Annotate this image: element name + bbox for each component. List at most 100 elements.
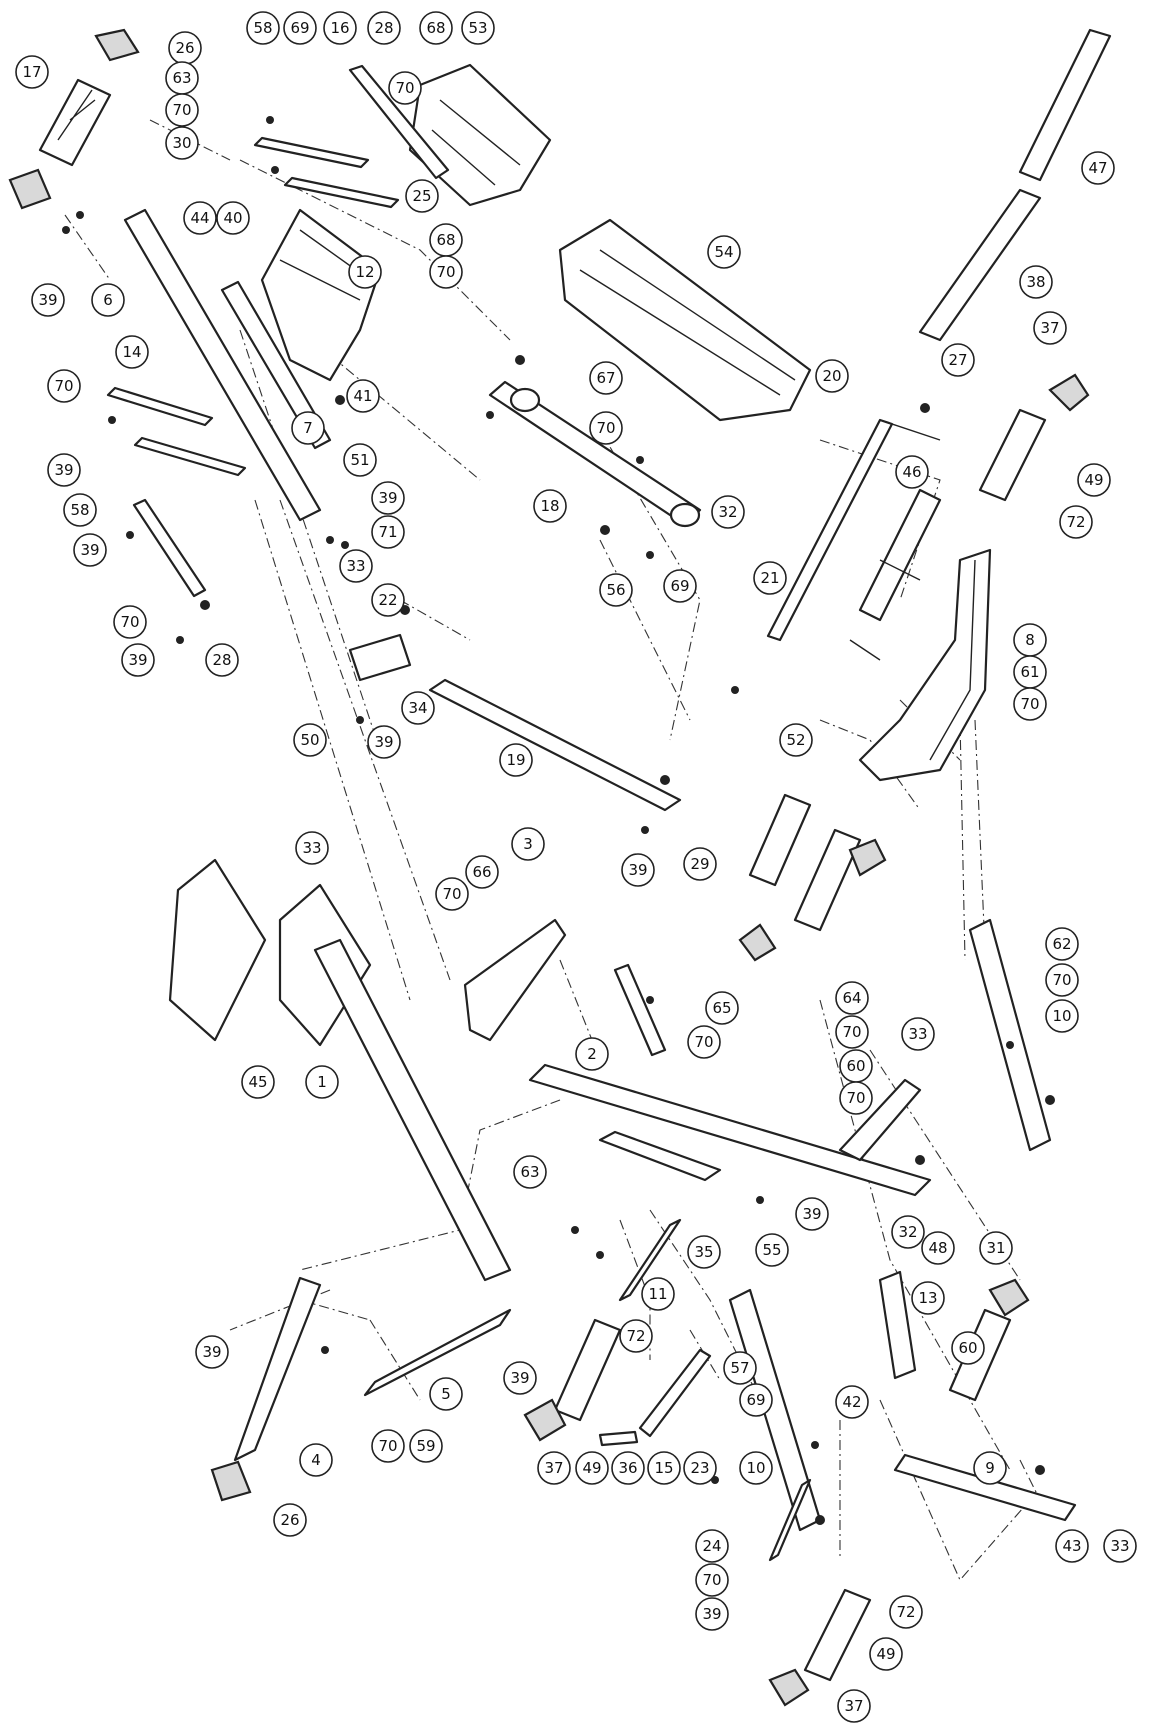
svg-text:36: 36 [618,1459,637,1477]
callout: 49 [1077,463,1111,497]
callout: 49 [869,1637,903,1671]
cap-37d [523,1398,567,1442]
svg-text:17: 17 [22,63,41,81]
callout: 39 [195,1335,229,1369]
main-frame-2-strut [598,1130,722,1182]
svg-text:61: 61 [1020,663,1039,681]
svg-text:70: 70 [1052,971,1071,989]
callout: 72 [889,1595,923,1629]
cap-37b [848,838,887,877]
svg-text:72: 72 [626,1327,645,1345]
svg-text:39: 39 [628,861,647,879]
svg-text:40: 40 [223,209,242,227]
svg-text:70: 70 [120,613,139,631]
bar-lower-left [132,498,207,598]
svg-text:7: 7 [303,419,313,437]
svg-text:62: 62 [1052,935,1071,953]
svg-text:39: 39 [54,461,73,479]
tube-4 [233,1276,322,1462]
callout: 34 [401,691,435,725]
svg-text:37: 37 [544,1459,563,1477]
roller-49-lower [553,1318,622,1422]
svg-text:60: 60 [958,1339,977,1357]
svg-text:12: 12 [355,263,374,281]
svg-text:39: 39 [38,291,57,309]
cap-37f [768,1668,810,1707]
svg-text:68: 68 [436,231,455,249]
callout: 55 [755,1233,789,1267]
svg-text:33: 33 [1110,1537,1129,1555]
callout: 72 [619,1319,653,1353]
hub-18b [669,502,701,528]
svg-text:69: 69 [290,19,309,37]
svg-text:33: 33 [346,557,365,575]
callout: 33 [1103,1529,1137,1563]
callout: 70 [1013,687,1047,721]
main-tube-1 [313,938,512,1282]
svg-text:21: 21 [760,569,779,587]
callout: 70 [435,877,469,911]
callout: 13 [911,1281,945,1315]
callout: 68 [419,11,453,45]
callout: 44 [183,201,217,235]
callout: 70 [695,1563,729,1597]
rod-24 [768,1478,812,1562]
svg-text:37: 37 [844,1697,863,1715]
callout: 58 [63,493,97,527]
callout: 22 [371,583,405,617]
arm-5 [363,1308,512,1397]
callout: 70 [835,1015,869,1049]
svg-text:2: 2 [587,1045,597,1063]
svg-text:18: 18 [540,497,559,515]
slide-tube-19 [428,678,682,812]
svg-text:28: 28 [212,651,231,669]
svg-text:3: 3 [523,835,533,853]
svg-text:69: 69 [670,577,689,595]
callout: 52 [779,723,813,757]
callout: 39 [367,725,401,759]
callout: 66 [465,855,499,889]
svg-text:70: 70 [596,419,615,437]
svg-text:34: 34 [408,699,427,717]
callout: 48 [921,1231,955,1265]
svg-text:68: 68 [426,19,445,37]
frame-7 [260,208,382,382]
svg-text:58: 58 [253,19,272,37]
rod-top-b [283,176,400,209]
callout: 70 [687,1025,721,1059]
end-cap-26-top [94,28,140,62]
svg-text:25: 25 [412,187,431,205]
svg-text:54: 54 [714,243,733,261]
callout: 32 [711,495,745,529]
tube-47 [1018,28,1112,182]
callout: 27 [941,343,975,377]
frame-44 [220,280,332,450]
callout: 28 [367,11,401,45]
rod-top-a [253,136,370,169]
callout: 12 [348,255,382,289]
svg-text:39: 39 [374,733,393,751]
callout: 68 [429,223,463,257]
main-frame-2 [528,1063,932,1197]
arm-18 [488,380,702,527]
callout: 42 [835,1385,869,1419]
svg-text:57: 57 [730,1359,749,1377]
svg-text:70: 70 [436,263,455,281]
callout: 51 [343,443,377,477]
svg-text:39: 39 [802,1205,821,1223]
svg-text:72: 72 [1066,513,1085,531]
svg-text:49: 49 [1084,471,1103,489]
svg-text:15: 15 [654,1459,673,1477]
svg-text:39: 39 [702,1605,721,1623]
svg-text:32: 32 [718,503,737,521]
pin-15 [638,1348,712,1438]
svg-text:44: 44 [190,209,209,227]
roller-mid-a [748,793,812,887]
callout: 41 [346,379,380,413]
callout: 9 [973,1451,1007,1485]
svg-text:24: 24 [702,1537,721,1555]
callout: 23 [683,1451,717,1485]
svg-text:33: 33 [908,1025,927,1043]
callout: 39 [695,1597,729,1631]
svg-text:63: 63 [520,1163,539,1181]
